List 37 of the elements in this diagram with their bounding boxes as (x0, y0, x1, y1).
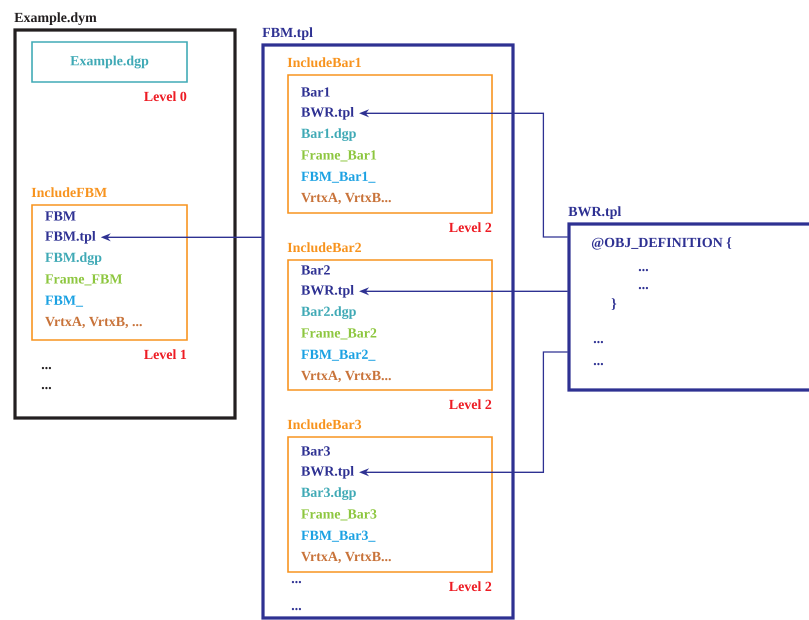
file-entry: Bar1.dgp (301, 128, 356, 141)
file-entry: VrtxA, VrtxB... (301, 192, 391, 204)
file-entry: Frame_Bar2 (301, 328, 376, 340)
file-entry: Bar3 (301, 446, 330, 456)
level-label: Level 2 (449, 581, 492, 592)
node-label: IncludeBar1 (288, 57, 361, 68)
file-entry: Frame_FBM (45, 274, 122, 286)
file-entry: BWR.tpl (301, 284, 354, 298)
file-entry: BWR.tpl (301, 466, 354, 479)
file-entry: FBM_ (45, 296, 84, 307)
file-entry: Bar1 (301, 87, 330, 97)
file-entry: Frame_Bar1 (301, 150, 376, 162)
node-label: Example.dym (14, 12, 97, 26)
file-entry: FBM_Bar2_ (301, 350, 376, 361)
level-label: Level 0 (144, 91, 186, 102)
node-label: IncludeFBM (32, 187, 107, 198)
file-entry: FBM_Bar3_ (301, 530, 376, 542)
node-label: IncludeBar2 (288, 242, 361, 252)
file-box: BWR.tpl @OBJ_DEFINITION { ... ... } ... ... (567, 206, 809, 392)
file-entry: VrtxA, VrtxB... (301, 552, 391, 564)
level-label: Level 2 (449, 399, 492, 410)
file-entry: Bar3.dgp (301, 487, 356, 500)
level-label: Level 2 (449, 222, 492, 232)
node-label: FBM.tpl (262, 27, 313, 40)
file-entry: BWR.tpl (301, 106, 354, 120)
file-box: Example.dgp (31, 41, 188, 83)
file-entry: Frame_Bar3 (301, 509, 376, 520)
file-entry: FBM_Bar1_ (301, 172, 376, 183)
file-entry: Bar2 (301, 265, 330, 275)
file-entry: Bar2.dgp (301, 306, 356, 319)
file-entry: VrtxA, VrtxB... (301, 370, 391, 382)
file-entry: FBM.dgp (45, 252, 102, 265)
file-entry: FBM.tpl (45, 230, 96, 244)
file-entry: VrtxA, VrtxB, ... (45, 316, 142, 328)
level-label: Level 1 (144, 349, 186, 360)
node-label: IncludeBar3 (288, 419, 362, 430)
file-entry: FBM (45, 211, 76, 221)
